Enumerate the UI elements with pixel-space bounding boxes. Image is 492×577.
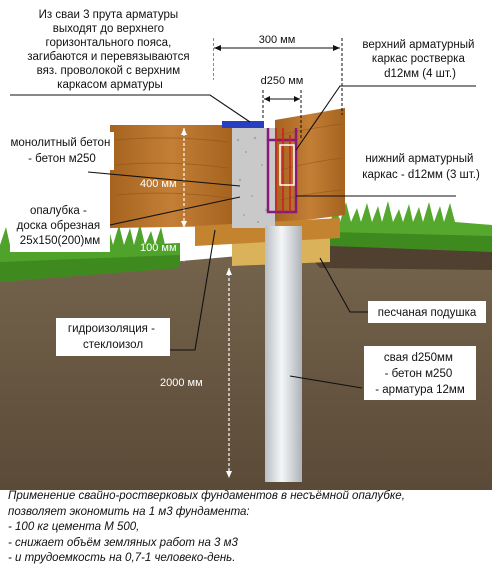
- diagram-canvas: Из сваи 3 прута арматуры выходят до верх…: [0, 4, 492, 490]
- caption-item: - 100 кг цемента М 500,: [8, 521, 140, 533]
- formwork-left-board: [110, 125, 232, 228]
- label-lower-cage: нижний арматурный каркас - d12мм (3 шт.): [362, 153, 480, 181]
- concrete-texture: [236, 136, 268, 224]
- label-top-cage: верхний арматурный каркас ростверка d12м…: [362, 39, 477, 80]
- label-sand: песчаная подушка: [378, 307, 477, 319]
- concrete-grillage: [232, 128, 275, 228]
- label-bg-pile: [364, 346, 476, 400]
- label-bg-waterproof: [56, 318, 170, 356]
- label-bg-concrete: [10, 132, 114, 170]
- caption-line: Применение свайно-ростверковых фундамент…: [8, 490, 405, 502]
- dim-100: 100 мм: [140, 242, 177, 254]
- dim-400: 400 мм: [140, 178, 177, 190]
- label-bg-formwork: [10, 200, 110, 252]
- rebar-cage: [266, 128, 298, 214]
- label-bg-sand: [368, 301, 486, 323]
- vertical-dim-arrows: [181, 128, 232, 478]
- leader-lines: [10, 85, 476, 389]
- label-formwork: опалубка - доска обрезная 25х150(200)мм: [17, 205, 104, 247]
- wood-grain: [114, 123, 343, 201]
- caption-block: Применение свайно-ростверковых фундамент…: [8, 489, 488, 567]
- label-waterproof: гидроизоляция - стеклоизол: [68, 323, 158, 351]
- dim-2000: 2000 мм: [160, 377, 203, 389]
- dim-300: 300 мм: [259, 34, 296, 46]
- grass-right: [330, 201, 492, 252]
- caption-item: - и трудоемкость на 0,7-1 человеко-день.: [8, 552, 236, 564]
- dimension-arrows: [214, 45, 340, 102]
- dim-d250: d250 мм: [261, 75, 304, 87]
- pile: [265, 226, 302, 482]
- top-rebar-bar: [222, 121, 264, 128]
- trench-edge: [300, 245, 492, 270]
- label-bg-top-cage: [354, 34, 486, 84]
- caption-item: - снижает объём земляных работ на 3 м3: [8, 536, 238, 549]
- caption-line: позволяет экономить на 1 м3 фундамента:: [8, 505, 250, 518]
- formwork-right-board: [275, 108, 345, 224]
- inner-cage: [279, 144, 295, 186]
- label-pile: свая d250мм - бетон м250 - арматура 12мм: [375, 352, 465, 396]
- label-concrete: монолитный бетон - бетон м250: [11, 137, 114, 165]
- label-bg-rebar-bend: [8, 4, 213, 92]
- label-bg-lower-cage: [360, 148, 482, 188]
- label-rebar-bend: Из сваи 3 прута арматуры выходят до верх…: [27, 9, 193, 91]
- pile-rebar: [275, 128, 291, 212]
